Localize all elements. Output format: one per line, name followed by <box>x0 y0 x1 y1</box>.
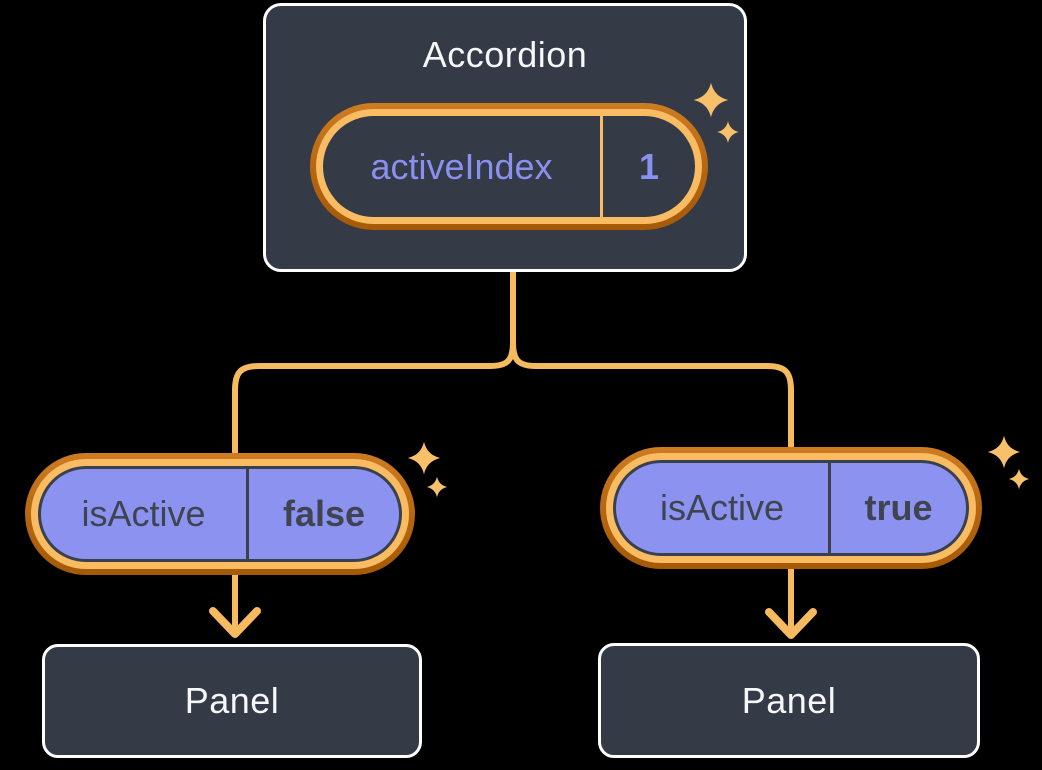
prop-name: isActive <box>659 487 785 528</box>
panel-box-right: Panel <box>598 643 980 758</box>
prop-name: isActive <box>81 493 206 534</box>
sparkle-icon <box>407 441 441 475</box>
panel-label: Panel <box>741 679 837 721</box>
state-pill: activeIndex 1 <box>310 103 708 230</box>
sparkle-icon <box>987 435 1021 469</box>
pill-divider <box>828 463 831 553</box>
arrowhead-down-icon <box>209 607 261 638</box>
accordion-title: Accordion <box>422 34 588 75</box>
state-value: 1 <box>638 145 660 187</box>
pill-divider <box>600 116 603 217</box>
sparkle-icon <box>1008 468 1030 490</box>
connector-branch-left <box>232 339 516 455</box>
prop-value: true <box>864 487 933 528</box>
prop-pill-right: isActive true <box>600 447 982 569</box>
sparkle-icon <box>426 476 448 498</box>
arrowhead-down-icon <box>765 608 817 639</box>
pill-divider <box>246 469 249 559</box>
panel-box-left: Panel <box>42 644 422 758</box>
prop-value: false <box>282 493 366 534</box>
panel-label: Panel <box>184 680 280 721</box>
state-name: activeIndex <box>370 145 553 187</box>
connector-branch-right <box>510 339 794 449</box>
prop-pill-left: isActive false <box>25 453 415 575</box>
